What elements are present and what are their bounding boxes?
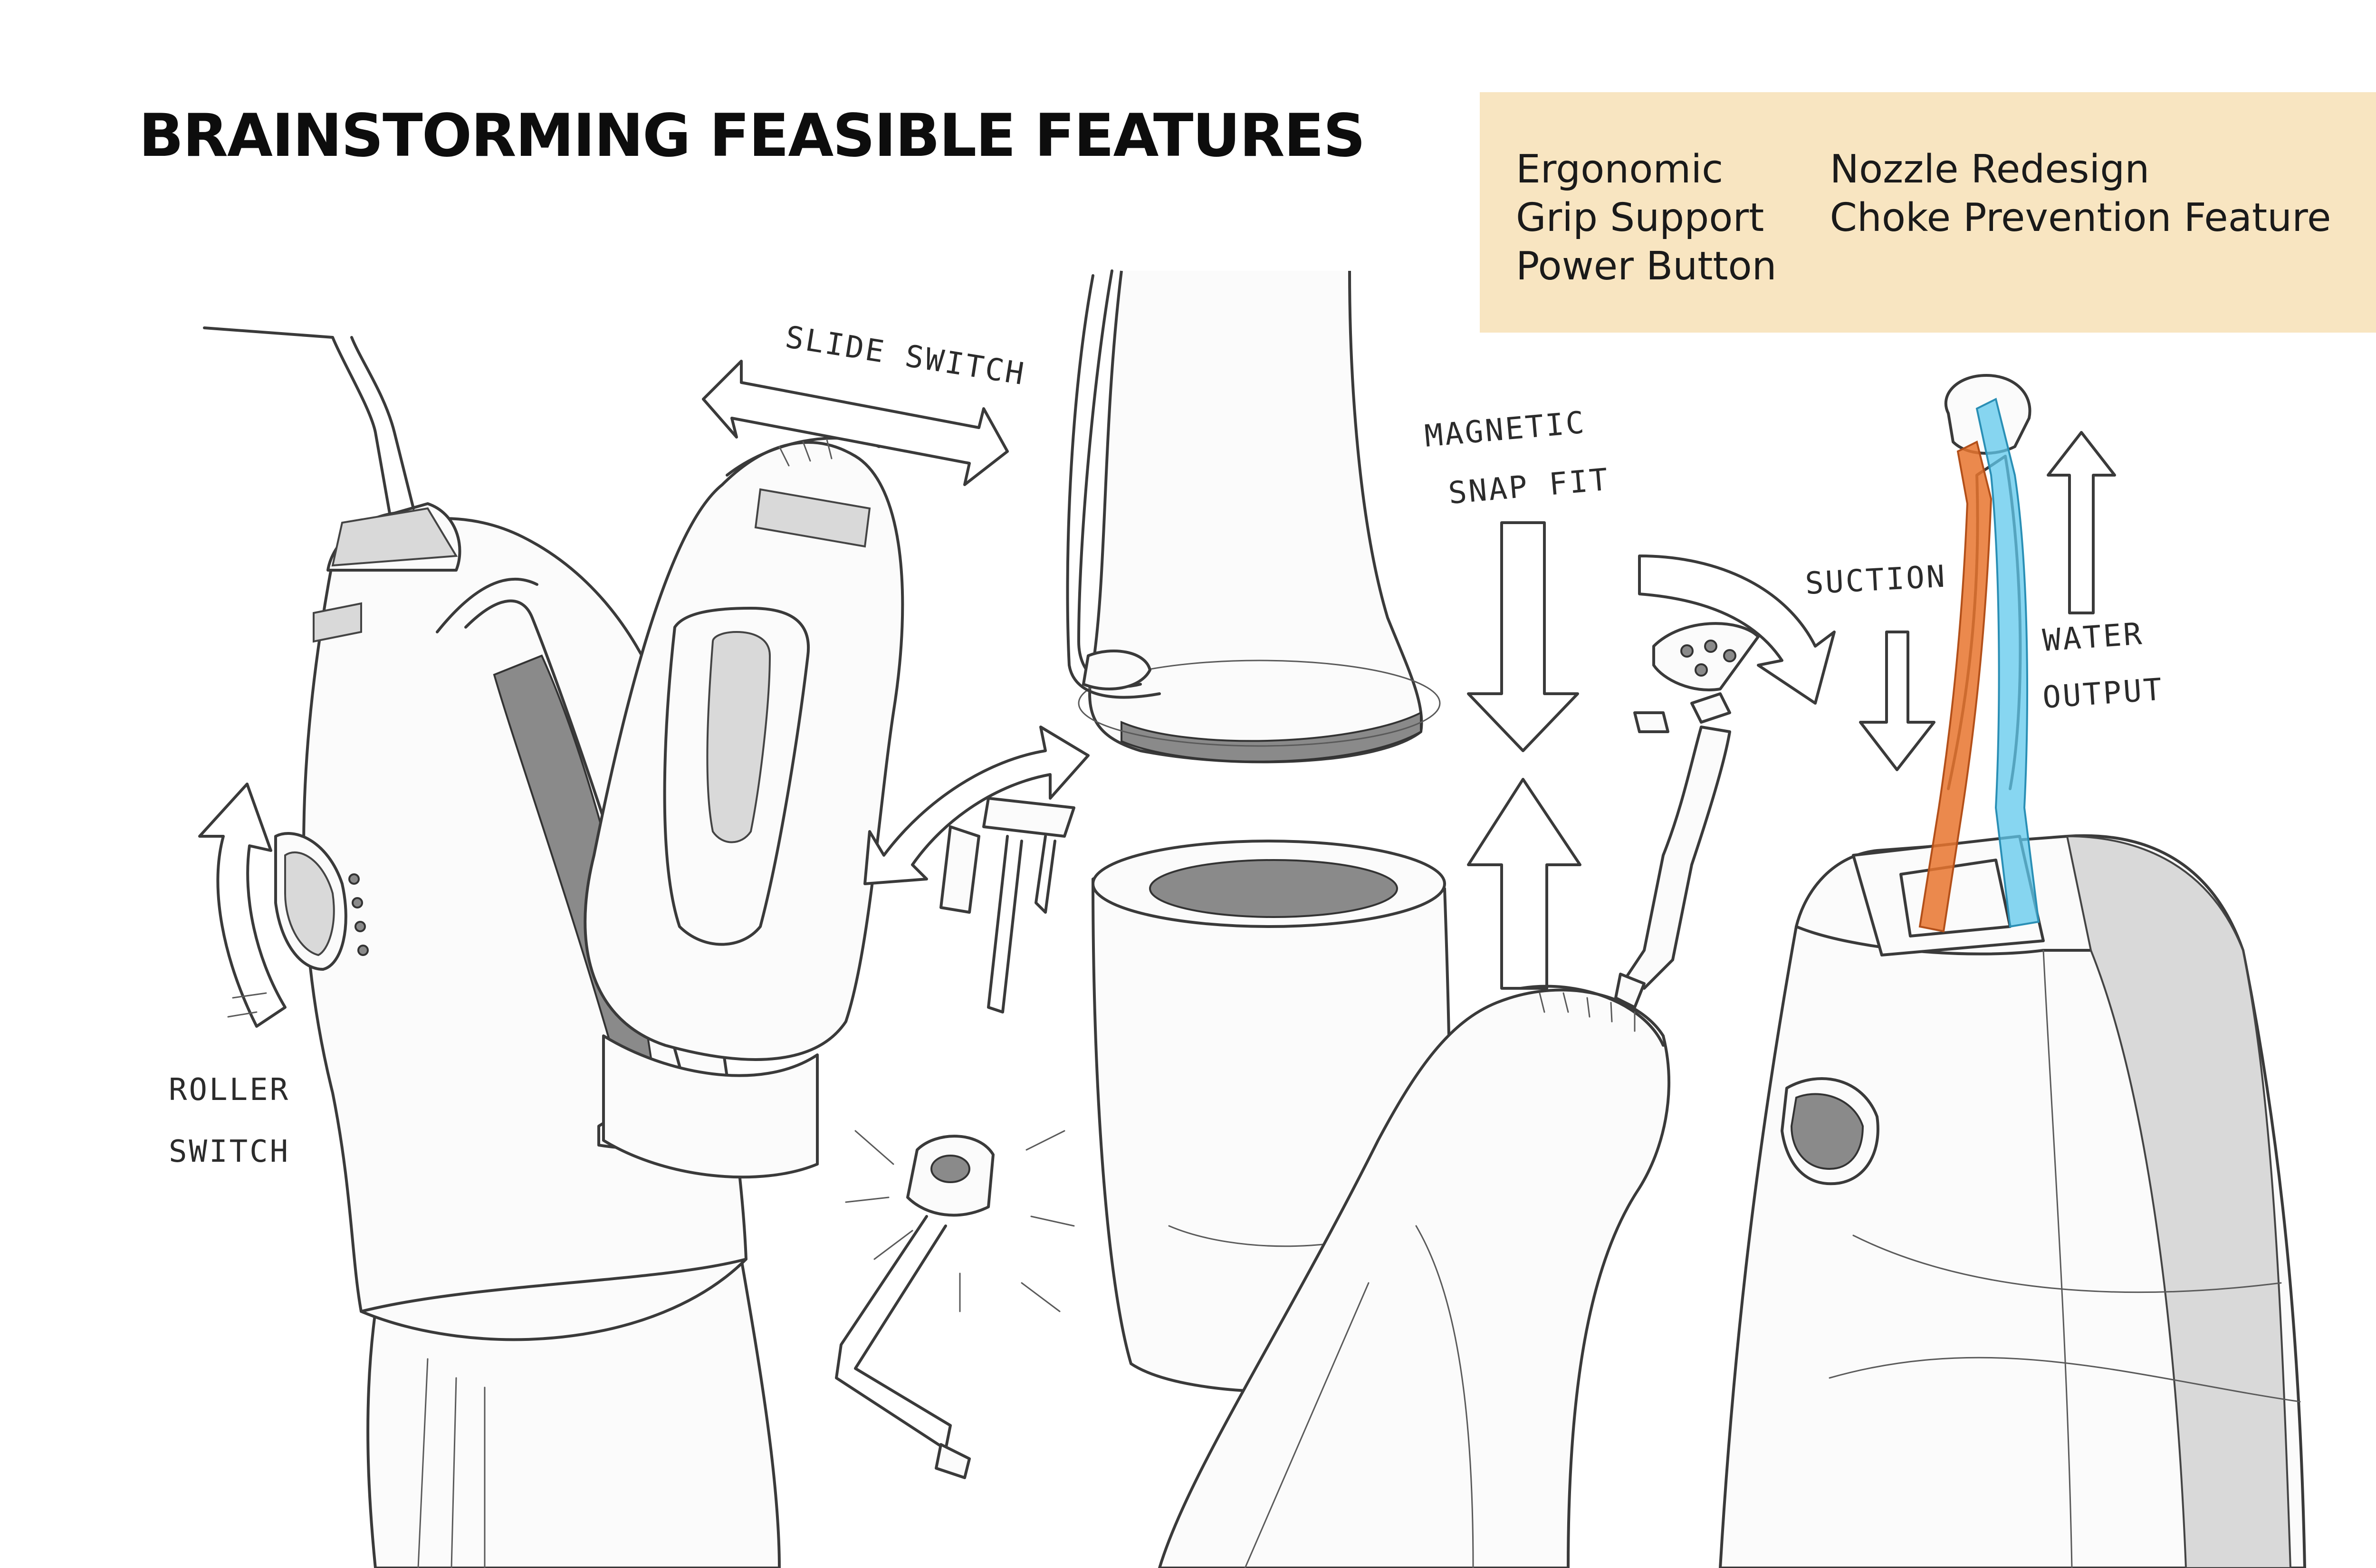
sketch-nozzle-tips <box>835 726 1090 1479</box>
arrow-up-magnetic <box>1467 778 1581 990</box>
slide-switch-label: SLIDE SWITCH <box>783 320 1028 392</box>
suction-label: SUCTION <box>1804 559 1947 601</box>
suction-channel <box>1918 440 1993 933</box>
feature-power-button: Power Button <box>1516 244 1777 289</box>
feature-ergonomic: Ergonomic <box>1516 147 1724 192</box>
arrow-down-suction <box>1859 631 1935 771</box>
magnetic-label-2: SNAP FIT <box>1447 462 1611 511</box>
water-output-label-2: OUTPUT <box>2041 672 2165 716</box>
magnetic-label-1: MAGNETIC <box>1423 405 1587 454</box>
features-box: Ergonomic Grip Support Power Button Nozz… <box>1480 92 2376 333</box>
features-column-2: Nozzle Redesign Choke Prevention Feature <box>1830 145 2331 333</box>
sketch-suction-attachment <box>1614 555 1836 1009</box>
sketch-magnetic-base <box>1066 269 1452 1393</box>
water-output-label-1: WATER <box>2041 616 2145 659</box>
arrow-up-water <box>2047 431 2116 614</box>
roller-switch-label-2: SWITCH <box>169 1134 290 1169</box>
sketch-grip-handle <box>1158 985 1670 1568</box>
roller-switch-label-1: ROLLER <box>169 1072 290 1108</box>
feature-grip-support: Grip Support <box>1516 195 1764 240</box>
arrow-down-magnetic <box>1467 521 1579 752</box>
page-title: BRAINSTORMING FEASIBLE FEATURES <box>139 102 1366 170</box>
feature-choke-prevention: Choke Prevention Feature <box>1830 195 2331 240</box>
water-channel <box>1975 398 2040 928</box>
sketch-slide-switch-handle <box>584 360 1009 1179</box>
features-column-1: Ergonomic Grip Support Power Button <box>1516 145 1777 333</box>
feature-nozzle-redesign: Nozzle Redesign <box>1830 147 2150 192</box>
sketch-nozzle-redesign <box>1719 374 2306 1568</box>
